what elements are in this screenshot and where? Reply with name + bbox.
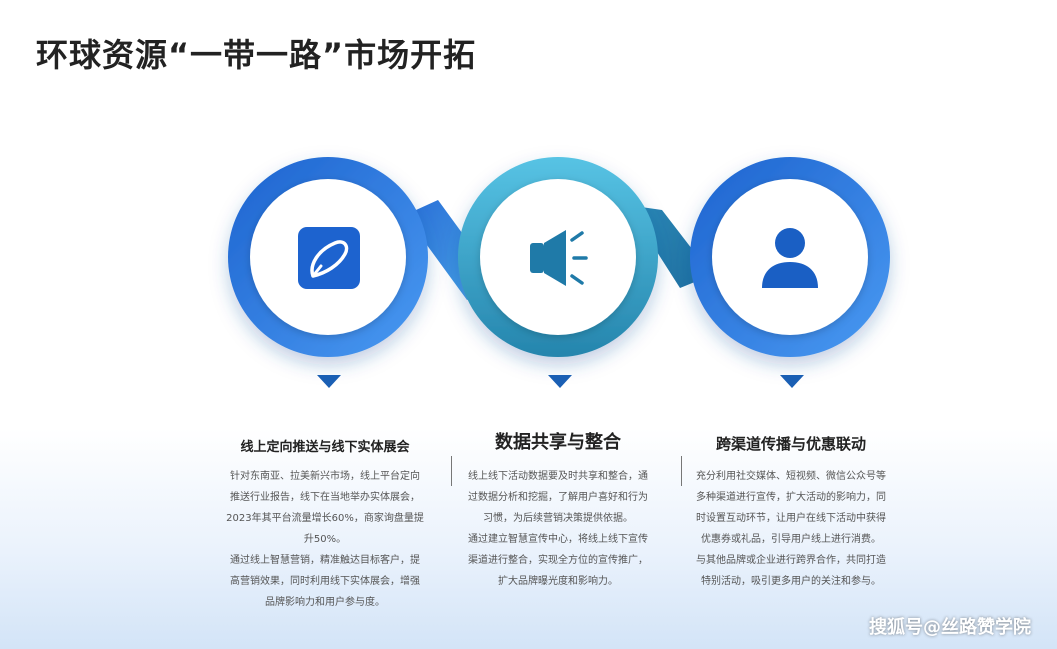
watermark: 搜狐号@丝路赞学院 (869, 617, 1031, 638)
step-2-text: 数据共享与整合 线上线下活动数据要及时共享和整合，通过数据分析和挖掘，了解用户喜… (464, 430, 652, 592)
step-3-heading: 跨渠道传播与优惠联动 (715, 435, 866, 453)
step-3-paragraph-2: 与其他品牌或企业进行跨界合作，共同打造特别活动，吸引更多用户的关注和参与。 (696, 555, 886, 587)
step-2-paragraph-2: 通过建立智慧宣传中心，将线上线下宣传渠道进行整合，实现全方位的宣传推广，扩大品牌… (468, 534, 648, 587)
megaphone-icon (530, 230, 588, 286)
user-icon (762, 228, 818, 288)
divider-1 (451, 456, 452, 486)
step-3-paragraph-1: 充分利用社交媒体、短视频、微信公众号等多种渠道进行宣传，扩大活动的影响力，同时设… (696, 471, 886, 545)
divider-2 (681, 456, 682, 486)
step-1-paragraph-1: 针对东南亚、拉美新兴市场，线上平台定向推送行业报告，线下在当地举办实体展会，20… (226, 471, 424, 545)
step-2-heading: 数据共享与整合 (495, 432, 621, 453)
pen-note-icon (298, 227, 360, 289)
step-1-paragraph-2: 通过线上智慧营销，精准触达目标客户，提高营销效果，同时利用线下实体展会，增强品牌… (230, 555, 420, 608)
step-3-text: 跨渠道传播与优惠联动 充分利用社交媒体、短视频、微信公众号等多种渠道进行宣传，扩… (696, 432, 886, 592)
step-1-text: 线上定向推送与线下实体展会 针对东南亚、拉美新兴市场，线上平台定向推送行业报告，… (226, 438, 424, 613)
step-1-heading: 线上定向推送与线下实体展会 (240, 440, 410, 455)
step-2-paragraph-1: 线上线下活动数据要及时共享和整合，通过数据分析和挖掘，了解用户喜好和行为习惯，为… (468, 471, 648, 524)
page-title: 环球资源“一带一路”市场开拓 (36, 36, 477, 74)
pointer-triangle-1 (317, 375, 341, 388)
pointer-triangle-3 (780, 375, 804, 388)
pointer-triangle-2 (548, 375, 572, 388)
